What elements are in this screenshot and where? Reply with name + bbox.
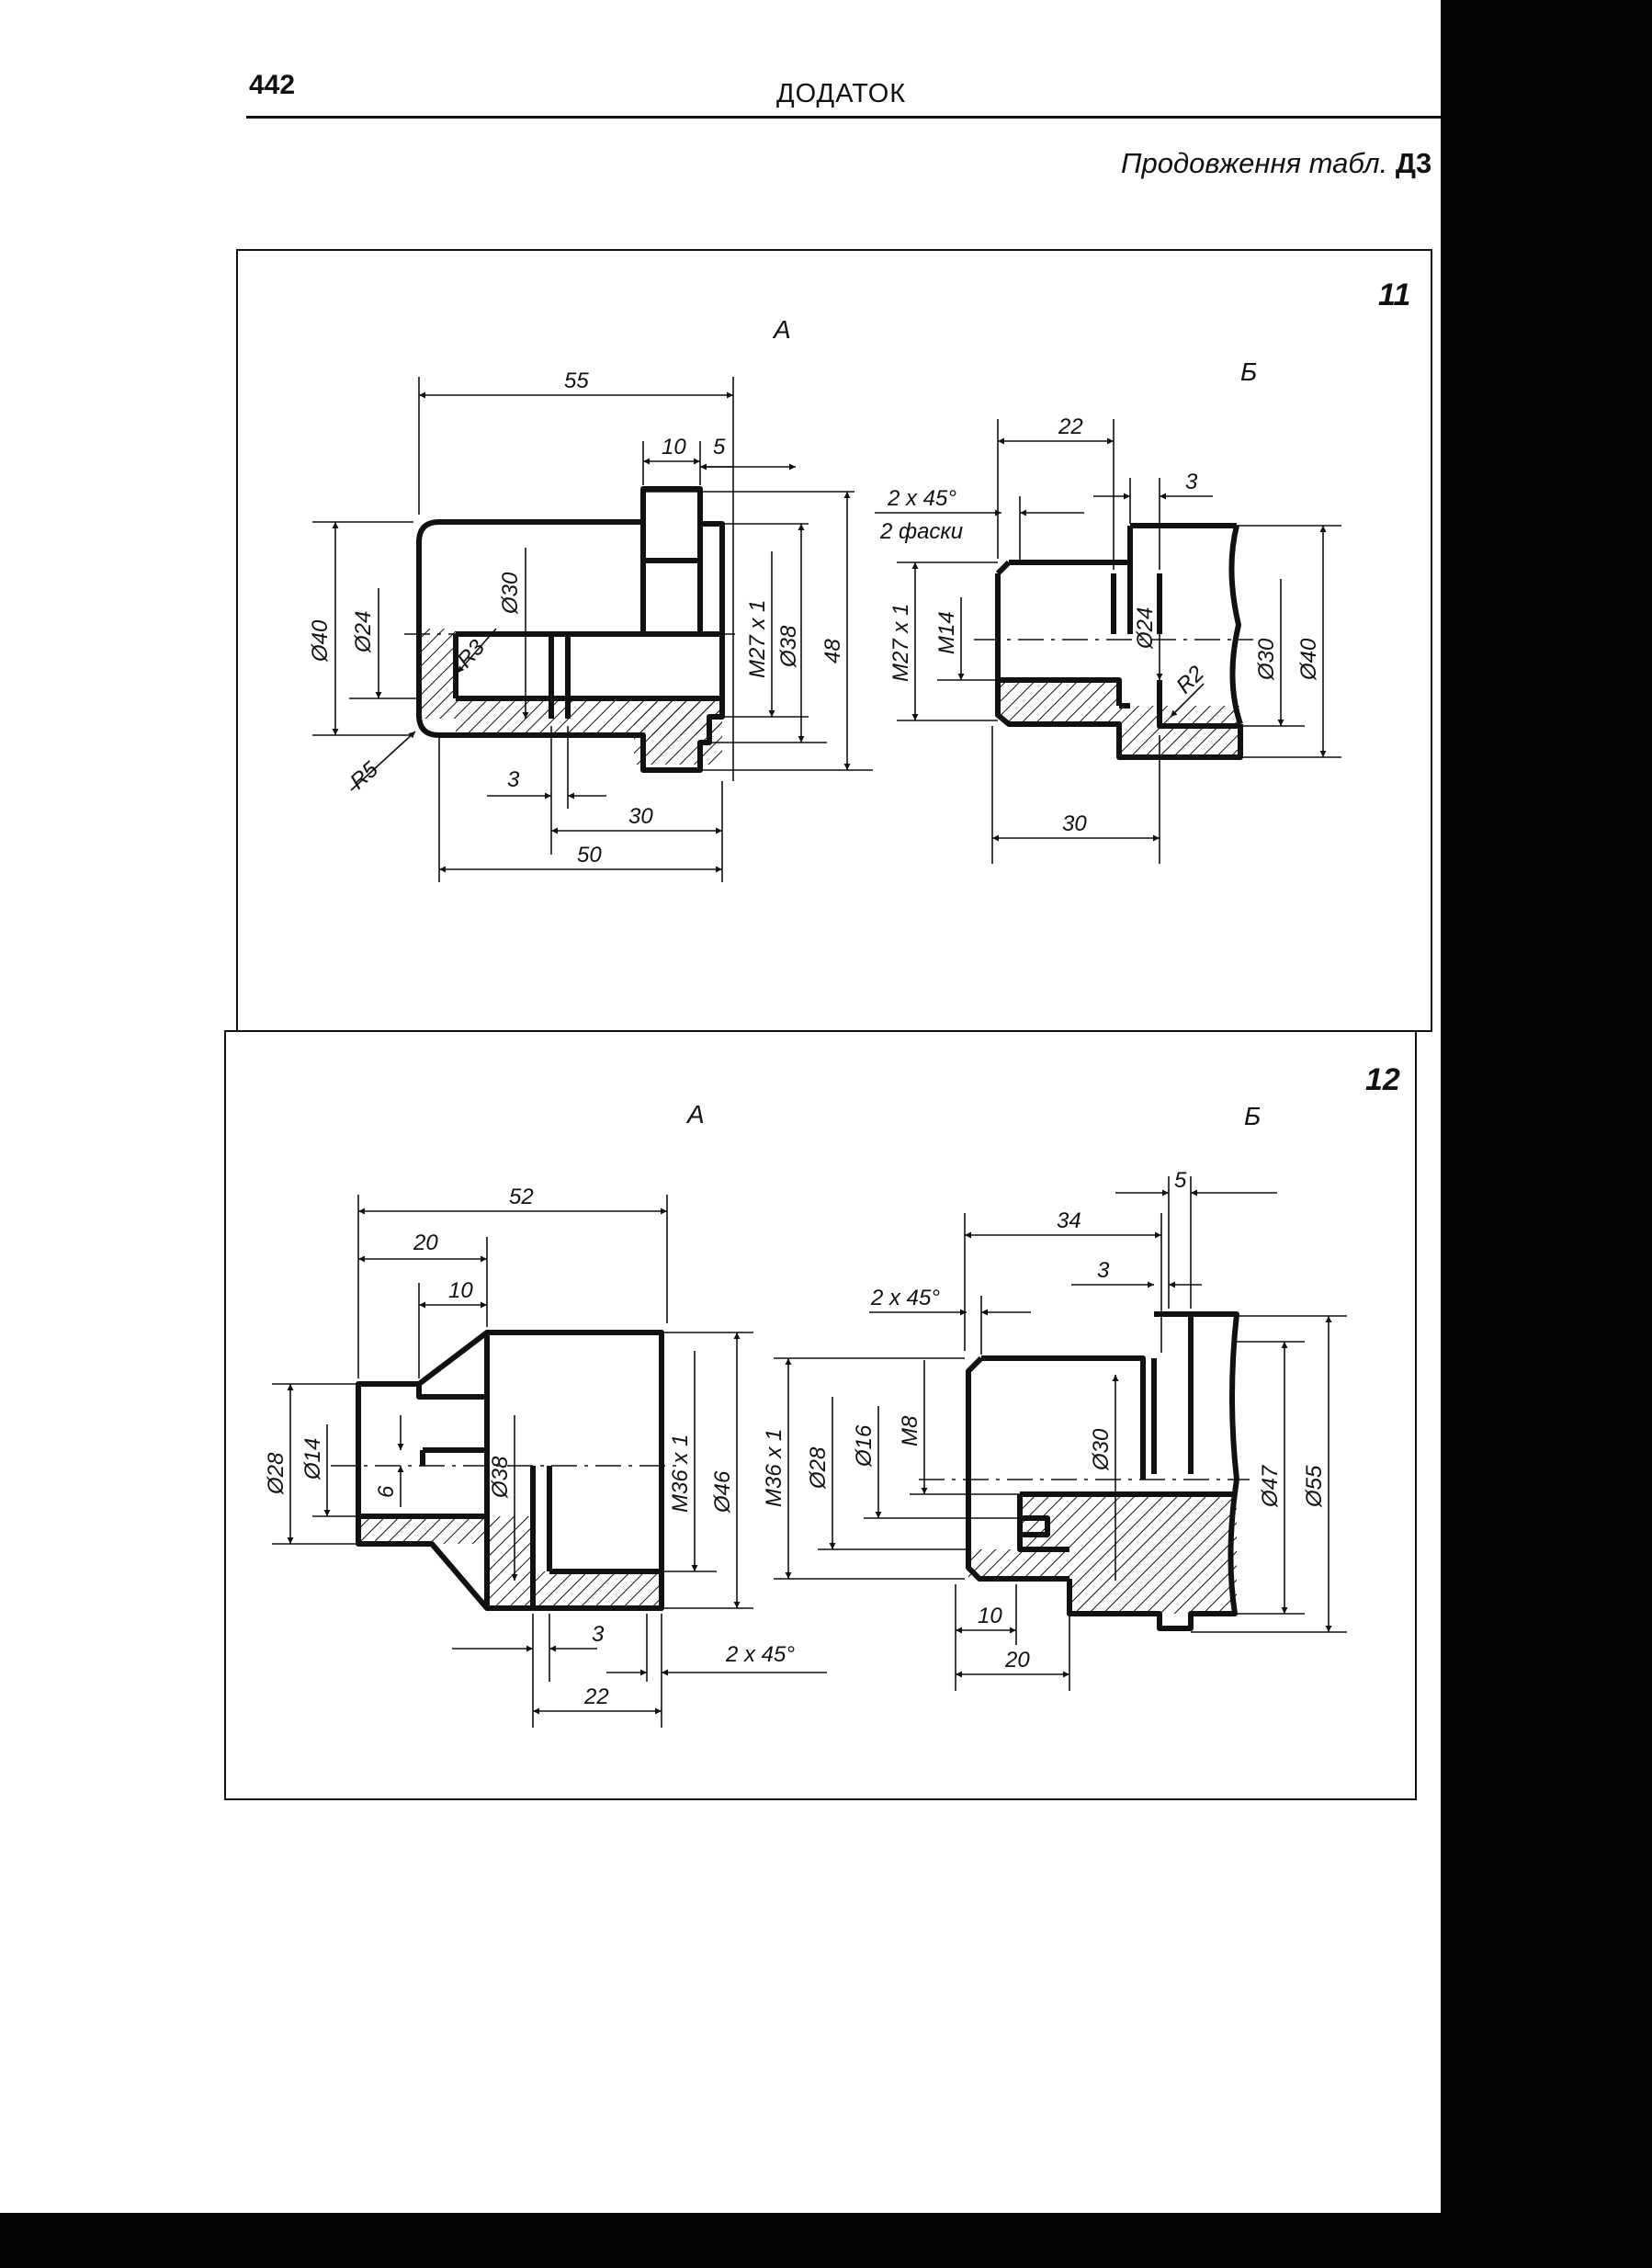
dim-text: 22 xyxy=(1058,414,1083,439)
part-outline xyxy=(356,1330,664,1611)
running-head: ДОДАТОК xyxy=(776,79,907,108)
section-hatch xyxy=(998,680,1240,757)
table-id: Д3 xyxy=(1395,147,1432,179)
dim-text: 50 xyxy=(577,843,602,868)
dim-text: Ø47 xyxy=(1258,1464,1283,1508)
dim-text: 30 xyxy=(1062,811,1087,836)
dim-text: R5 xyxy=(345,756,383,794)
dim-text: 5 xyxy=(713,435,726,459)
task-11-view-a: А 55 10 5 xyxy=(308,315,873,882)
chamfer-note: 2 x 45° xyxy=(887,486,956,511)
page-number: 442 xyxy=(249,70,296,100)
dim-text: 20 xyxy=(1004,1648,1030,1673)
chamfer-note-2: 2 фаски xyxy=(879,519,963,544)
header-rule xyxy=(246,116,1441,119)
dim-text: Ø28 xyxy=(806,1446,831,1490)
dim-text: Ø38 xyxy=(776,625,801,668)
dimensions: 55 10 5 Ø40 Ø24 Ø30 R3 R5 xyxy=(308,369,873,882)
task-12-number: 12 xyxy=(1365,1062,1400,1097)
dim-text: 6 xyxy=(374,1485,399,1498)
dim-text: 3 xyxy=(507,767,520,792)
dim-text: 52 xyxy=(509,1185,534,1209)
scan-dark-margin-right xyxy=(1441,0,1652,2268)
dim-text: 5 xyxy=(1174,1168,1187,1193)
dim-text: R2 xyxy=(1171,661,1209,698)
dimensions: 5 34 3 2 x 45° M36 x 1 Ø28 Ø16 xyxy=(762,1168,1347,1691)
scan-dark-margin-bottom xyxy=(0,2213,1652,2268)
dim-text: Ø40 xyxy=(1296,638,1321,681)
task-12-view-b-label: Б xyxy=(1244,1102,1261,1130)
task-11-view-b-label: Б xyxy=(1240,357,1257,386)
dim-text: Ø46 xyxy=(710,1470,735,1514)
dim-text: 48 xyxy=(820,639,845,663)
task-12-frame xyxy=(224,1030,1417,1800)
dim-text: Ø16 xyxy=(852,1424,877,1468)
table-continued-note: Продовження табл. Д3 xyxy=(1121,147,1431,180)
dim-text: 22 xyxy=(583,1684,609,1709)
dim-text: 10 xyxy=(448,1278,473,1303)
dim-text: 34 xyxy=(1057,1208,1081,1233)
dim-text: Ø30 xyxy=(1254,638,1279,681)
task-11-view-a-label: А xyxy=(772,315,791,344)
dim-text: 10 xyxy=(662,435,686,459)
task-12-view-a: А 52 20 10 xyxy=(264,1100,827,1728)
continued-text: Продовження табл. xyxy=(1121,147,1396,179)
dim-text: Ø30 xyxy=(498,572,523,615)
dim-text: 3 xyxy=(592,1622,605,1647)
dimensions: 52 20 10 Ø28 Ø14 6 Ø38 M36 x 1 xyxy=(264,1185,827,1728)
dim-text: Ø24 xyxy=(351,611,376,653)
section-hatch xyxy=(968,1494,1237,1614)
dim-text: M27 x 1 xyxy=(888,604,913,682)
dim-text: 30 xyxy=(628,804,653,829)
dim-text: Ø24 xyxy=(1133,607,1158,650)
dim-text: 55 xyxy=(564,369,589,393)
dim-text: 3 xyxy=(1097,1258,1110,1283)
dim-text: Ø30 xyxy=(1089,1428,1114,1471)
dim-text: M8 xyxy=(898,1415,922,1446)
dim-text: Ø14 xyxy=(300,1438,325,1480)
dim-text: M36 x 1 xyxy=(668,1435,693,1513)
chamfer-note: 2 x 45° xyxy=(725,1642,795,1667)
task-11-view-b: Б 22 3 xyxy=(875,357,1341,864)
dim-text: M36 x 1 xyxy=(762,1429,786,1507)
section-hatch xyxy=(419,629,722,765)
dim-text: Ø55 xyxy=(1302,1465,1327,1508)
dim-text: Ø40 xyxy=(308,619,333,663)
dim-text: 3 xyxy=(1185,470,1198,494)
task-12-view-a-label: А xyxy=(685,1100,705,1128)
section-hatch xyxy=(358,1516,662,1608)
dim-text: Ø28 xyxy=(264,1452,289,1495)
task-11-number: 11 xyxy=(1378,278,1410,312)
dim-text: M14 xyxy=(934,611,959,654)
part-outline xyxy=(966,1311,1239,1631)
chamfer-note: 2 x 45° xyxy=(870,1286,940,1310)
dim-text: 20 xyxy=(413,1230,438,1255)
task-12-view-b: Б 5 34 xyxy=(762,1102,1347,1691)
dim-text: M27 x 1 xyxy=(745,600,770,678)
dim-text: Ø38 xyxy=(488,1456,513,1499)
dim-text: 10 xyxy=(978,1604,1002,1628)
